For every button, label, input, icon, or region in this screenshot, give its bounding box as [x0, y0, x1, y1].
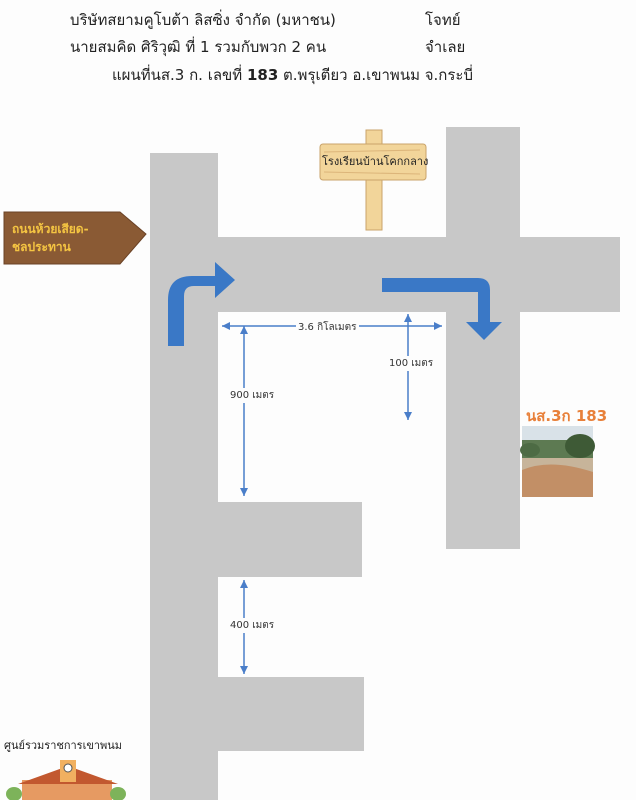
- distance-right-branch: 100 เมตร: [387, 356, 436, 371]
- landmark-label: ศูนย์รวมราชการเขาพนม: [4, 739, 123, 752]
- middle-branch-road: [150, 502, 362, 577]
- defendant-role: จำเลย: [425, 38, 466, 56]
- lower-branch-road: [150, 677, 364, 751]
- school-sign-label: โรงเรียนบ้านโคกกลาง: [322, 155, 429, 168]
- school-signpost: [319, 129, 427, 231]
- road-name-sign: [3, 211, 147, 265]
- road-sign-line2: ชลประทาน: [12, 240, 71, 254]
- distance-horizontal: 3.6 กิโลเมตร: [296, 320, 359, 335]
- plaintiff-name: บริษัทสยามคูโบต้า ลิสซิ่ง จำกัด (มหาชน): [70, 11, 336, 29]
- government-center-icon: [6, 760, 126, 800]
- turn-right-arrow: [168, 262, 235, 346]
- map-title-suffix: ต.พรุเตียว อ.เขาพนม จ.กระบี่: [283, 66, 474, 84]
- defendant-line: นายสมคิด ศิริวุฒิ ที่ 1 รวมกับพวก 2 คน: [70, 35, 326, 59]
- parcel-label: นส.3ก 183: [526, 407, 608, 425]
- turn-down-arrow: [382, 278, 502, 340]
- map-title-prefix: แผนที่นส.3 ก. เลขที่: [112, 66, 243, 84]
- plaintiff-role: โจทย์: [425, 11, 461, 29]
- plaintiff-line: บริษัทสยามคูโบต้า ลิสซิ่ง จำกัด (มหาชน): [70, 8, 336, 32]
- distance-lower-vertical: 400 เมตร: [228, 618, 277, 633]
- distance-upper-vertical: 900 เมตร: [228, 388, 277, 403]
- road-sign-line1: ถนนห้วยเสียด-: [12, 222, 89, 236]
- parcel-photo: [520, 426, 595, 497]
- defendant-name: นายสมคิด ศิริวุฒิ ที่ 1 รวมกับพวก 2 คน: [70, 38, 327, 56]
- map-title: แผนที่นส.3 ก. เลขที่ 183 ต.พรุเตียว อ.เข…: [112, 63, 473, 87]
- map-title-number: 183: [246, 66, 279, 84]
